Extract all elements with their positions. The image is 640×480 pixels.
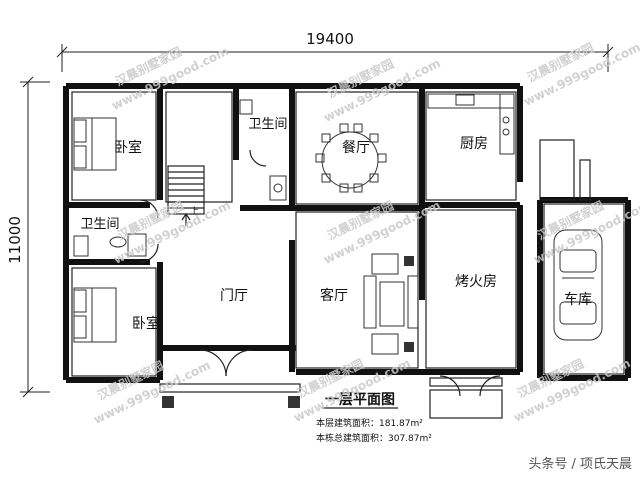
room-label-kitchen: 厨房 (460, 136, 488, 152)
wall-offsets (71, 91, 625, 377)
room-label-bake-room: 烤火房 (455, 274, 497, 290)
stair-up-label: 上 (190, 206, 199, 217)
room-label-foyer: 门厅 (220, 288, 248, 304)
room-label-dining: 餐厅 (342, 140, 370, 156)
room-label-bedroom-top: 卧室 (114, 139, 142, 156)
width-dimension-label: 19400 (306, 30, 354, 48)
doors (139, 149, 501, 397)
plan-title: 一层平面图 (325, 392, 395, 408)
outer-walls (63, 83, 631, 383)
watermarks: 汉晨别墅家园 www.999good.com 汉晨别墅家园 www.999goo… (91, 40, 640, 427)
bed-top (73, 117, 117, 171)
floor-area-text: 本层建筑面积：181.87m² (316, 417, 423, 429)
bathroom-left-fixtures (73, 233, 147, 257)
staircase: 上 (167, 165, 205, 226)
living-sofa-set (363, 253, 419, 355)
source-credit: 头条号 / 项氏天晨 (528, 456, 632, 472)
room-label-living: 客厅 (320, 287, 348, 304)
entrance-steps (159, 139, 591, 419)
room-label-bathroom-top: 卫生间 (248, 117, 287, 132)
room-label-bathroom-left: 卫生间 (80, 217, 119, 232)
room-label-bedroom-bottom: 卧室 (132, 315, 160, 332)
kitchen-counter (427, 93, 515, 155)
dining-table (315, 123, 387, 193)
dimension-top: 19400 (56, 30, 614, 72)
dimension-left: 11000 (6, 76, 50, 398)
garage-car (553, 229, 603, 341)
total-area-text: 本栋总建筑面积：307.87m² (316, 432, 432, 444)
bathroom-top-fixtures (239, 99, 287, 201)
bed-bottom (73, 287, 117, 343)
interior-walls (66, 86, 543, 380)
room-label-garage: 车库 (564, 291, 592, 308)
height-dimension-label: 11000 (6, 216, 24, 264)
